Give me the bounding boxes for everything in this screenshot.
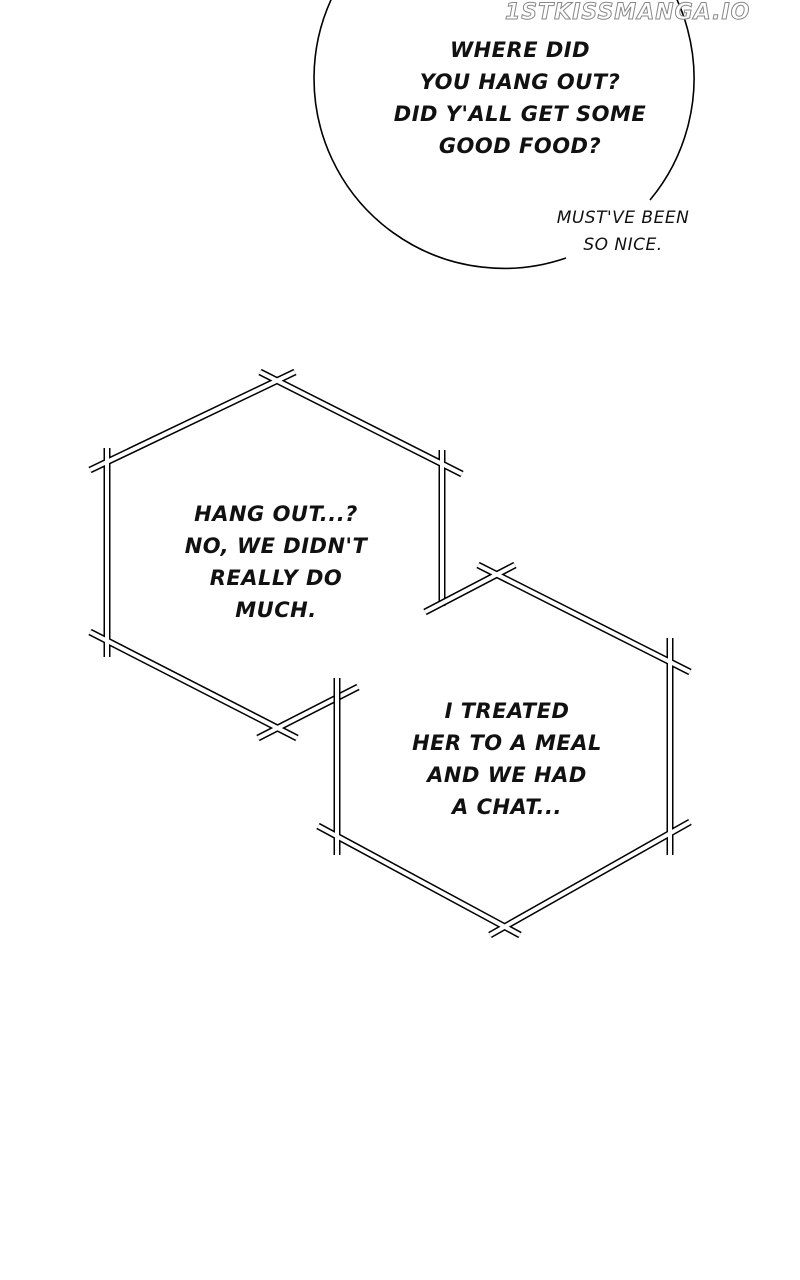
hexagon-frame-right [316, 561, 692, 939]
speech-text-hex-left: HANG OUT...? NO, WE DIDN'T REALLY DO MUC… [184, 502, 368, 622]
speech-bubble-circle [313, 0, 695, 270]
speech-text-circle: WHERE DID YOU HANG OUT? DID Y'ALL GET SO… [393, 38, 647, 158]
watermark: 1STKISSMANGA.IO [504, 0, 751, 26]
aside-text: MUST'VE BEEN SO NICE. [556, 208, 690, 255]
hexagon-frame-left [88, 368, 464, 742]
speech-text-hex-right: I TREATED HER TO A MEAL AND WE HAD A CHA… [412, 699, 602, 819]
